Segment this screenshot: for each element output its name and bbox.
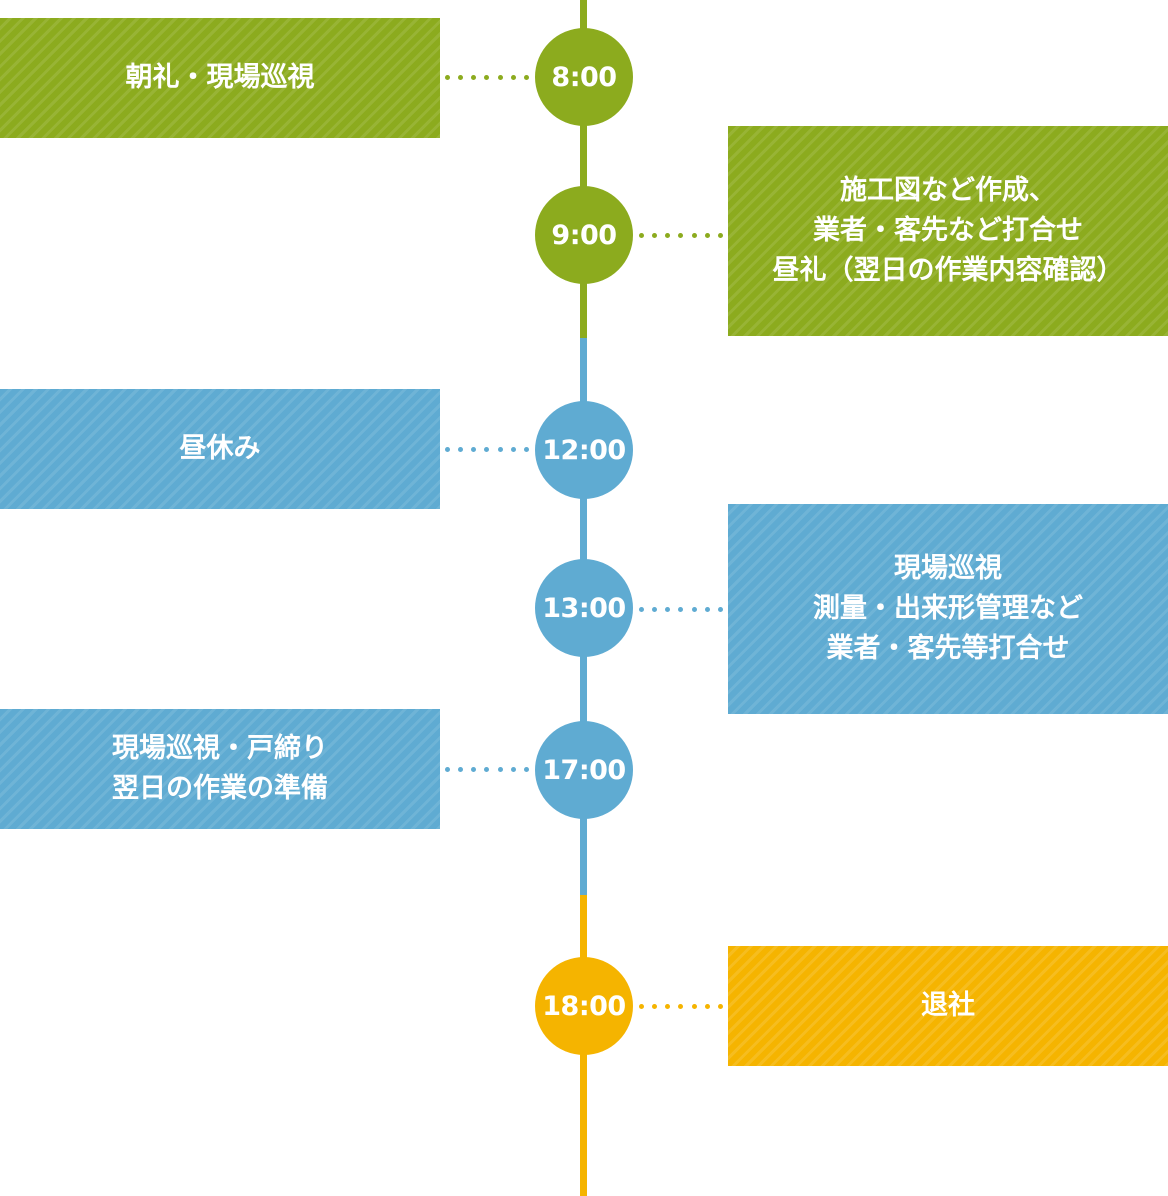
timeline-line-morning: [580, 0, 587, 338]
time-label-1700: 17:00: [542, 754, 626, 786]
event-box-1200: 昼休み: [0, 389, 440, 509]
event-box-1700: 現場巡視・戸締り 翌日の作業の準備: [0, 709, 440, 829]
time-node-1200: 12:00: [535, 401, 633, 499]
event-0900-line-2: 業者・客先など打合せ: [813, 215, 1083, 246]
connector-1200: [445, 446, 529, 452]
event-1700-line-2: 翌日の作業の準備: [112, 773, 328, 804]
connector-0800: [445, 74, 529, 80]
time-label-1200: 12:00: [542, 434, 626, 466]
event-box-0900: 施工図など作成、 業者・客先など打合せ 昼礼（翌日の作業内容確認）: [728, 126, 1168, 336]
connector-1700: [445, 766, 529, 772]
connector-0900: [639, 232, 723, 238]
time-node-0900: 9:00: [535, 186, 633, 284]
time-node-1700: 17:00: [535, 721, 633, 819]
time-label-1300: 13:00: [542, 592, 626, 624]
event-0800-line-1: 朝礼・現場巡視: [125, 62, 315, 93]
time-node-1300: 13:00: [535, 559, 633, 657]
event-1300-line-1: 現場巡視: [894, 553, 1002, 584]
time-node-0800: 8:00: [535, 28, 633, 126]
time-label-1800: 18:00: [542, 990, 626, 1022]
event-1800-line-1: 退社: [921, 990, 975, 1021]
event-1200-line-1: 昼休み: [179, 433, 261, 464]
event-1300-line-2: 測量・出来形管理など: [813, 593, 1083, 624]
time-node-1800: 18:00: [535, 957, 633, 1055]
event-0900-line-3: 昼礼（翌日の作業内容確認）: [772, 255, 1124, 286]
time-label-0900: 9:00: [551, 219, 617, 251]
event-box-1300: 現場巡視 測量・出来形管理など 業者・客先等打合せ: [728, 504, 1168, 714]
event-box-0800: 朝礼・現場巡視: [0, 18, 440, 138]
event-1300-line-3: 業者・客先等打合せ: [826, 633, 1070, 664]
event-box-1800: 退社: [728, 946, 1168, 1066]
event-1700-line-1: 現場巡視・戸締り: [112, 733, 328, 764]
time-label-0800: 8:00: [551, 61, 617, 93]
connector-1800: [639, 1003, 723, 1009]
connector-1300: [639, 606, 723, 612]
event-0900-line-1: 施工図など作成、: [840, 175, 1056, 206]
